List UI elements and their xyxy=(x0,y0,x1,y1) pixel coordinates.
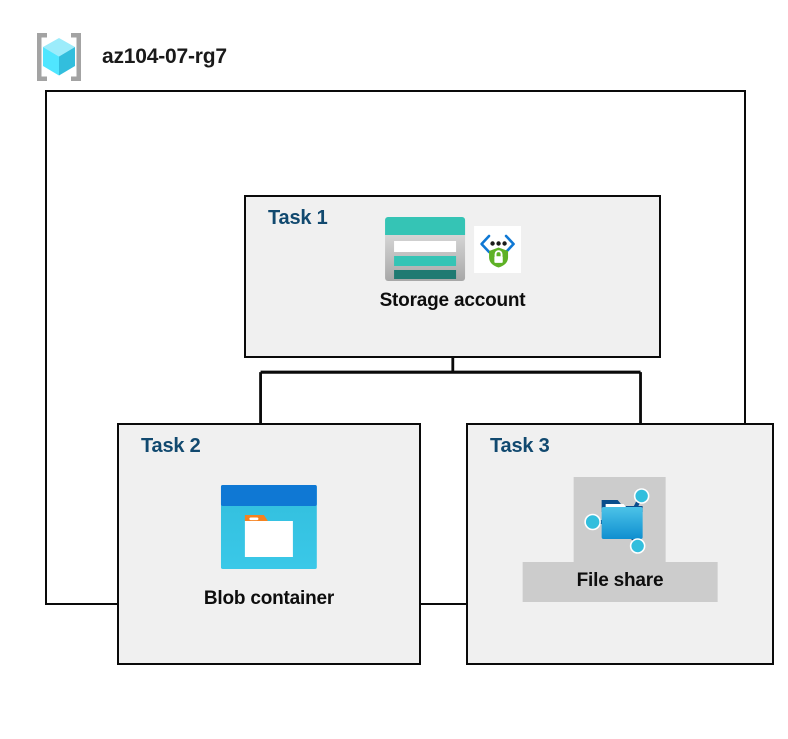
storage-account-node[interactable]: Storage account xyxy=(380,213,526,312)
resource-group-header: az104-07-rg7 xyxy=(30,28,227,86)
blob-container-node[interactable]: Blob container xyxy=(204,485,334,610)
resource-group-title: az104-07-rg7 xyxy=(102,45,227,68)
task-1-label: Task 1 xyxy=(268,207,328,229)
resource-group-cube-icon xyxy=(37,33,81,81)
task-2-box[interactable]: Task 2 Blob container xyxy=(117,423,421,665)
file-share-icon-plate xyxy=(574,477,666,563)
file-share-node[interactable]: File share xyxy=(522,477,718,602)
secure-endpoint-icon xyxy=(474,225,522,273)
file-share-caption-plate: File share xyxy=(522,562,718,602)
blob-container-icon xyxy=(221,485,317,569)
storage-icon-row xyxy=(384,213,522,285)
task-2-label: Task 2 xyxy=(141,435,201,457)
file-share-icon xyxy=(584,488,650,554)
task-1-box[interactable]: Task 1 xyxy=(244,195,661,358)
storage-account-icon xyxy=(385,217,466,281)
blob-container-caption: Blob container xyxy=(203,588,335,609)
task-3-label: Task 3 xyxy=(490,435,550,457)
storage-account-caption: Storage account xyxy=(379,290,526,311)
task-3-box[interactable]: Task 3 xyxy=(466,423,774,665)
resource-group-container: Task 1 xyxy=(45,90,774,665)
file-share-caption: File share xyxy=(576,570,664,591)
